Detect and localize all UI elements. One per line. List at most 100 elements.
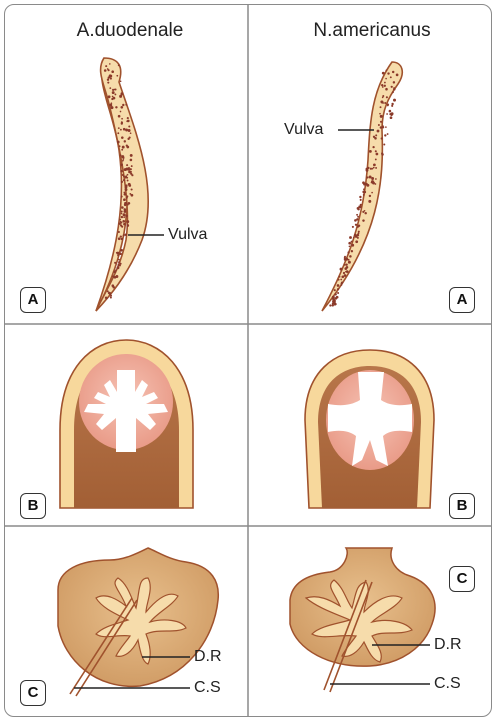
worm-dot	[119, 95, 122, 98]
worm-dot	[380, 121, 382, 123]
worm-dot	[382, 86, 384, 88]
worm-dot	[371, 177, 374, 180]
worm-dot	[120, 154, 122, 156]
worm-dot	[385, 69, 387, 71]
worm-dot	[344, 267, 347, 270]
worm-dot	[119, 145, 121, 147]
worm-dot	[334, 300, 336, 302]
worm-dot	[381, 84, 383, 86]
worm-dot	[123, 179, 125, 181]
worm-dot	[120, 111, 122, 113]
worm-dot	[366, 184, 368, 186]
worm-dot	[123, 159, 125, 161]
worm-dot	[374, 137, 377, 140]
worm-dot	[126, 164, 128, 166]
cs-label-right: C.S	[434, 675, 461, 693]
worm-dot	[107, 78, 109, 80]
worm-dot	[396, 74, 399, 77]
worm-dot	[334, 289, 336, 291]
worm-dot	[345, 258, 348, 261]
worm-dot	[125, 104, 127, 106]
worm-dot	[116, 252, 119, 255]
worm-dot	[357, 237, 359, 239]
worm-dot	[117, 266, 120, 269]
worm-dot	[334, 303, 336, 305]
duodenale-copulatory-bursa	[58, 548, 218, 696]
worm-dot	[366, 176, 368, 178]
worm-dot	[114, 89, 116, 91]
worm-dot	[108, 69, 110, 71]
worm-dot	[334, 297, 336, 299]
worm-dot	[338, 279, 340, 281]
worm-dot	[107, 82, 109, 84]
worm-dot	[121, 249, 123, 251]
worm-dot	[386, 113, 388, 115]
worm-dot	[128, 202, 131, 205]
worm-dot	[351, 241, 353, 243]
worm-dot	[347, 251, 349, 253]
worm-dot	[377, 130, 380, 133]
worm-dot	[106, 298, 108, 300]
worm-dot	[111, 70, 114, 73]
worm-dot	[118, 237, 121, 240]
worm-dot	[130, 171, 132, 173]
worm-dot	[363, 194, 365, 196]
worm-dot	[125, 215, 128, 218]
panel-badge-a-left: A	[20, 287, 46, 313]
worm-dot	[389, 110, 392, 113]
worm-dot	[343, 272, 345, 274]
americanus-buccal-capsule	[305, 350, 434, 508]
worm-dot	[130, 154, 133, 157]
worm-dot	[364, 191, 367, 194]
worm-dot	[391, 103, 393, 105]
worm-dot	[351, 250, 353, 252]
worm-dot	[367, 167, 369, 169]
worm-dot	[122, 146, 125, 149]
worm-dot	[357, 207, 360, 210]
worm-dot	[376, 153, 379, 156]
worm-dot	[384, 82, 386, 84]
worm-dot	[107, 290, 109, 292]
worm-dot	[125, 233, 128, 236]
worm-dot	[390, 116, 393, 119]
worm-dot	[118, 222, 120, 224]
worm-dot	[117, 254, 119, 256]
worm-dot	[125, 129, 128, 132]
worm-dot	[128, 129, 131, 132]
worm-dot	[348, 261, 351, 264]
worm-dot	[112, 91, 115, 94]
americanus-female-worm	[322, 62, 402, 311]
worm-dot	[112, 89, 114, 91]
worm-dot	[121, 238, 123, 240]
worm-dot	[387, 133, 389, 135]
worm-dot	[357, 232, 359, 234]
worm-dot	[392, 91, 394, 93]
worm-dot	[121, 149, 123, 151]
panel-badge-b-left: B	[20, 493, 46, 519]
worm-dot	[121, 121, 123, 123]
worm-dot	[118, 64, 120, 66]
worm-dot	[128, 125, 130, 127]
worm-dot	[104, 69, 107, 72]
worm-dot	[123, 223, 126, 226]
worm-dot	[393, 87, 395, 89]
worm-dot	[131, 194, 134, 197]
worm-dot	[120, 80, 122, 82]
worm-dot	[355, 224, 357, 226]
worm-dot	[391, 86, 393, 88]
worm-dot	[380, 126, 383, 129]
worm-dot	[109, 104, 112, 107]
worm-dot	[121, 216, 123, 218]
worm-dot	[125, 186, 128, 189]
worm-dot	[131, 165, 133, 167]
worm-dot	[385, 88, 388, 91]
worm-dot	[123, 128, 126, 131]
worm-dot	[356, 214, 358, 216]
panel-badge-c-right: C	[449, 566, 475, 592]
worm-dot	[345, 271, 347, 273]
worm-dot	[384, 102, 386, 104]
worm-dot	[127, 220, 129, 222]
worm-dot	[390, 76, 392, 78]
worm-dot	[380, 115, 383, 118]
